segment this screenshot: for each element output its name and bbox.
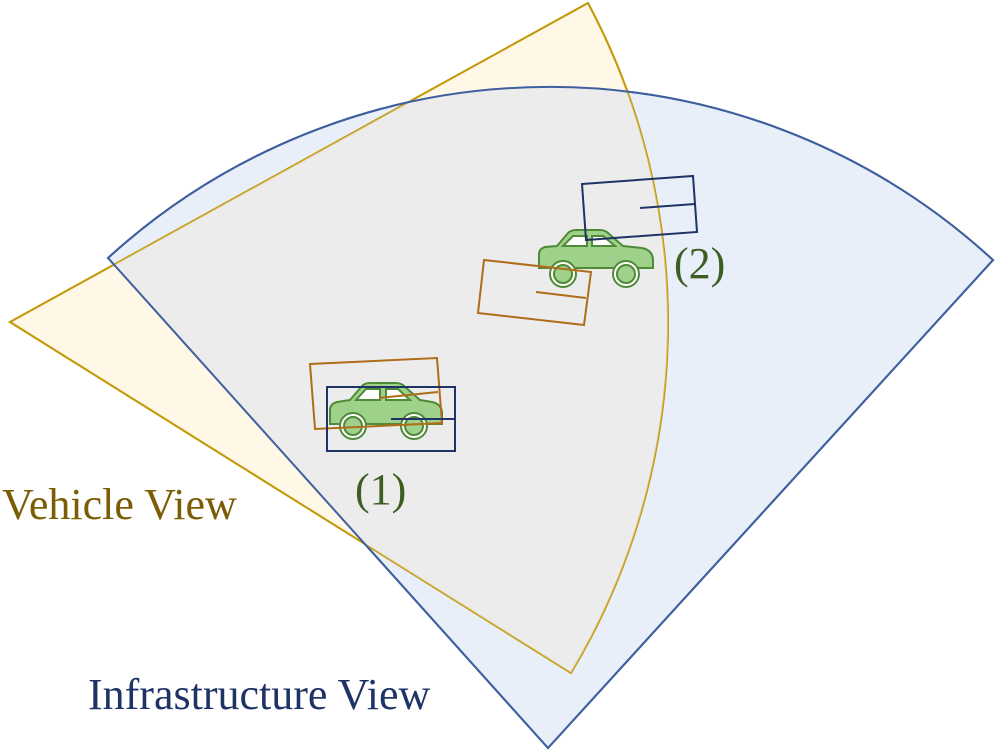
car-2-label: (2) — [674, 239, 726, 288]
overlap-region — [108, 86, 668, 673]
car-1-infrastructure-box — [326, 386, 456, 452]
vehicle-view-label: Vehicle View — [2, 480, 237, 529]
car-2-vehicle-box — [476, 258, 593, 327]
car-1-label: (1) — [355, 465, 407, 514]
car-1-vehicle-box — [308, 356, 444, 431]
car-2-infrastructure-box — [580, 174, 699, 242]
vehicle-fov-outline — [8, 1, 669, 675]
infrastructure-view-label: Infrastructure View — [88, 670, 431, 719]
infrastructure-fov-outline — [106, 85, 995, 750]
